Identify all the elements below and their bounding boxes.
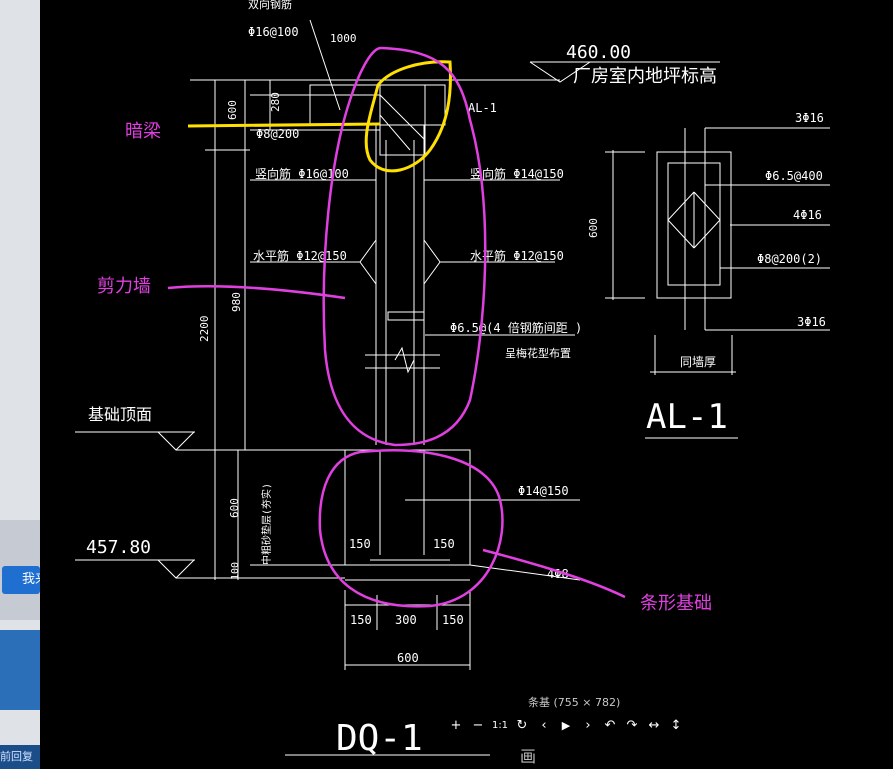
cad-rebar-right-horiz: 水平筋 Φ12@150 <box>470 248 564 263</box>
reset-button[interactable]: ↻ <box>516 718 528 733</box>
cad-found-150-left: 150 <box>349 537 371 551</box>
cad-beam-width-label: 同墙厚 <box>680 355 716 369</box>
cad-foundation-top-label: 基础顶面 <box>88 405 152 424</box>
rotate-left-button[interactable]: ↶ <box>604 718 616 733</box>
cad-beam-top-bars: 3Φ16 <box>795 111 824 125</box>
cad-dim-600-found: 600 <box>228 498 241 518</box>
image-caption: 条基 (755 × 782) <box>528 696 621 709</box>
cad-beam-stirrup: Φ6.5@400 <box>765 169 823 183</box>
annotation-hidden-beam: 暗梁 <box>125 121 161 142</box>
cad-rebar-right-vert: 竖向筋 Φ14@150 <box>470 166 564 181</box>
annotation-strip-foundation: 条形基础 <box>640 593 712 614</box>
cad-rebar-left-vert: 竖向筋 Φ16@100 <box>255 166 349 181</box>
play-button[interactable]: ▶ <box>561 719 571 732</box>
cad-rebar-left-horiz: 水平筋 Φ12@150 <box>253 248 347 263</box>
cad-found-150-right: 150 <box>433 537 455 551</box>
rotate-right-button[interactable]: ↷ <box>626 718 638 733</box>
cad-drawing: 双向钢筋 Φ16@100 1000 460.00 厂房室内地坪标高 AL-1 6… <box>75 0 830 759</box>
cad-tie-spec: Φ6.5@(4 倍钢筋间距 ) <box>450 320 582 335</box>
annotation-wall-outline <box>322 46 487 447</box>
cad-elev-top: 460.00 <box>566 42 631 63</box>
highlight-hidden-beam <box>364 60 452 173</box>
cad-rebar-phi16-100: Φ16@100 <box>248 25 299 39</box>
flip-horizontal-button[interactable]: ↔ <box>648 718 660 733</box>
annotation-shear-wall: 剪力墙 <box>97 276 151 297</box>
next-button[interactable]: › <box>585 718 591 733</box>
background-footer-text: 前回复 <box>0 745 40 769</box>
actual-size-button[interactable]: 1:1 <box>491 720 509 731</box>
cad-beam-bottom-bars: 3Φ16 <box>797 315 826 329</box>
cad-dim-600-width: 600 <box>397 651 419 665</box>
image-viewer: 双向钢筋 Φ16@100 1000 460.00 厂房室内地坪标高 AL-1 6… <box>40 0 893 769</box>
zoom-out-button[interactable]: − <box>472 718 484 733</box>
cad-beam-height: 600 <box>587 218 600 238</box>
cad-elev-bottom: 457.80 <box>86 537 151 558</box>
cad-found-rebar: Φ14@150 <box>518 484 569 498</box>
cad-dim-280: 280 <box>269 92 282 112</box>
cad-beam-tag: AL-1 <box>468 101 497 115</box>
cad-dim-150-a: 150 <box>350 613 372 627</box>
zoom-in-button[interactable]: + <box>450 718 462 733</box>
cad-dim-150-b: 150 <box>442 613 464 627</box>
cad-beam-title: AL-1 <box>646 397 728 437</box>
cad-tie-note: 呈梅花型布置 <box>505 346 571 360</box>
cad-rebar-top-cut: 双向钢筋 <box>248 0 292 11</box>
cad-dim-980: 980 <box>230 292 243 312</box>
background-blue-panel <box>0 630 40 710</box>
flip-vertical-button[interactable]: ↕ <box>670 718 682 733</box>
annotation-foundation-outline <box>318 449 504 608</box>
cad-dim-600-top: 600 <box>226 100 239 120</box>
cad-dim-100: 100 <box>230 562 241 580</box>
previous-button[interactable]: ‹ <box>541 718 547 733</box>
cad-dim-1000: 1000 <box>330 32 357 45</box>
background-reply-button[interactable]: 我来 <box>2 566 40 594</box>
viewer-toolbar: + − 1:1 ↻ ‹ ▶ › ↶ ↷ ↔ ↕ <box>446 716 686 736</box>
cad-dim-300: 300 <box>395 613 417 627</box>
cad-dim-2200: 2200 <box>198 316 211 343</box>
cad-rebar-phi8-200: Φ8@200 <box>256 127 299 141</box>
bottom-label: 画 <box>520 747 537 766</box>
cad-elev-top-label: 厂房室内地坪标高 <box>573 66 717 87</box>
cad-found-sand: 中粗砂垫层(夯实) <box>260 483 273 565</box>
cad-beam-mid-bars: 4Φ16 <box>793 208 822 222</box>
cad-section-title: DQ-1 <box>336 718 423 759</box>
cad-beam-hoop: Φ8@200(2) <box>757 252 822 266</box>
